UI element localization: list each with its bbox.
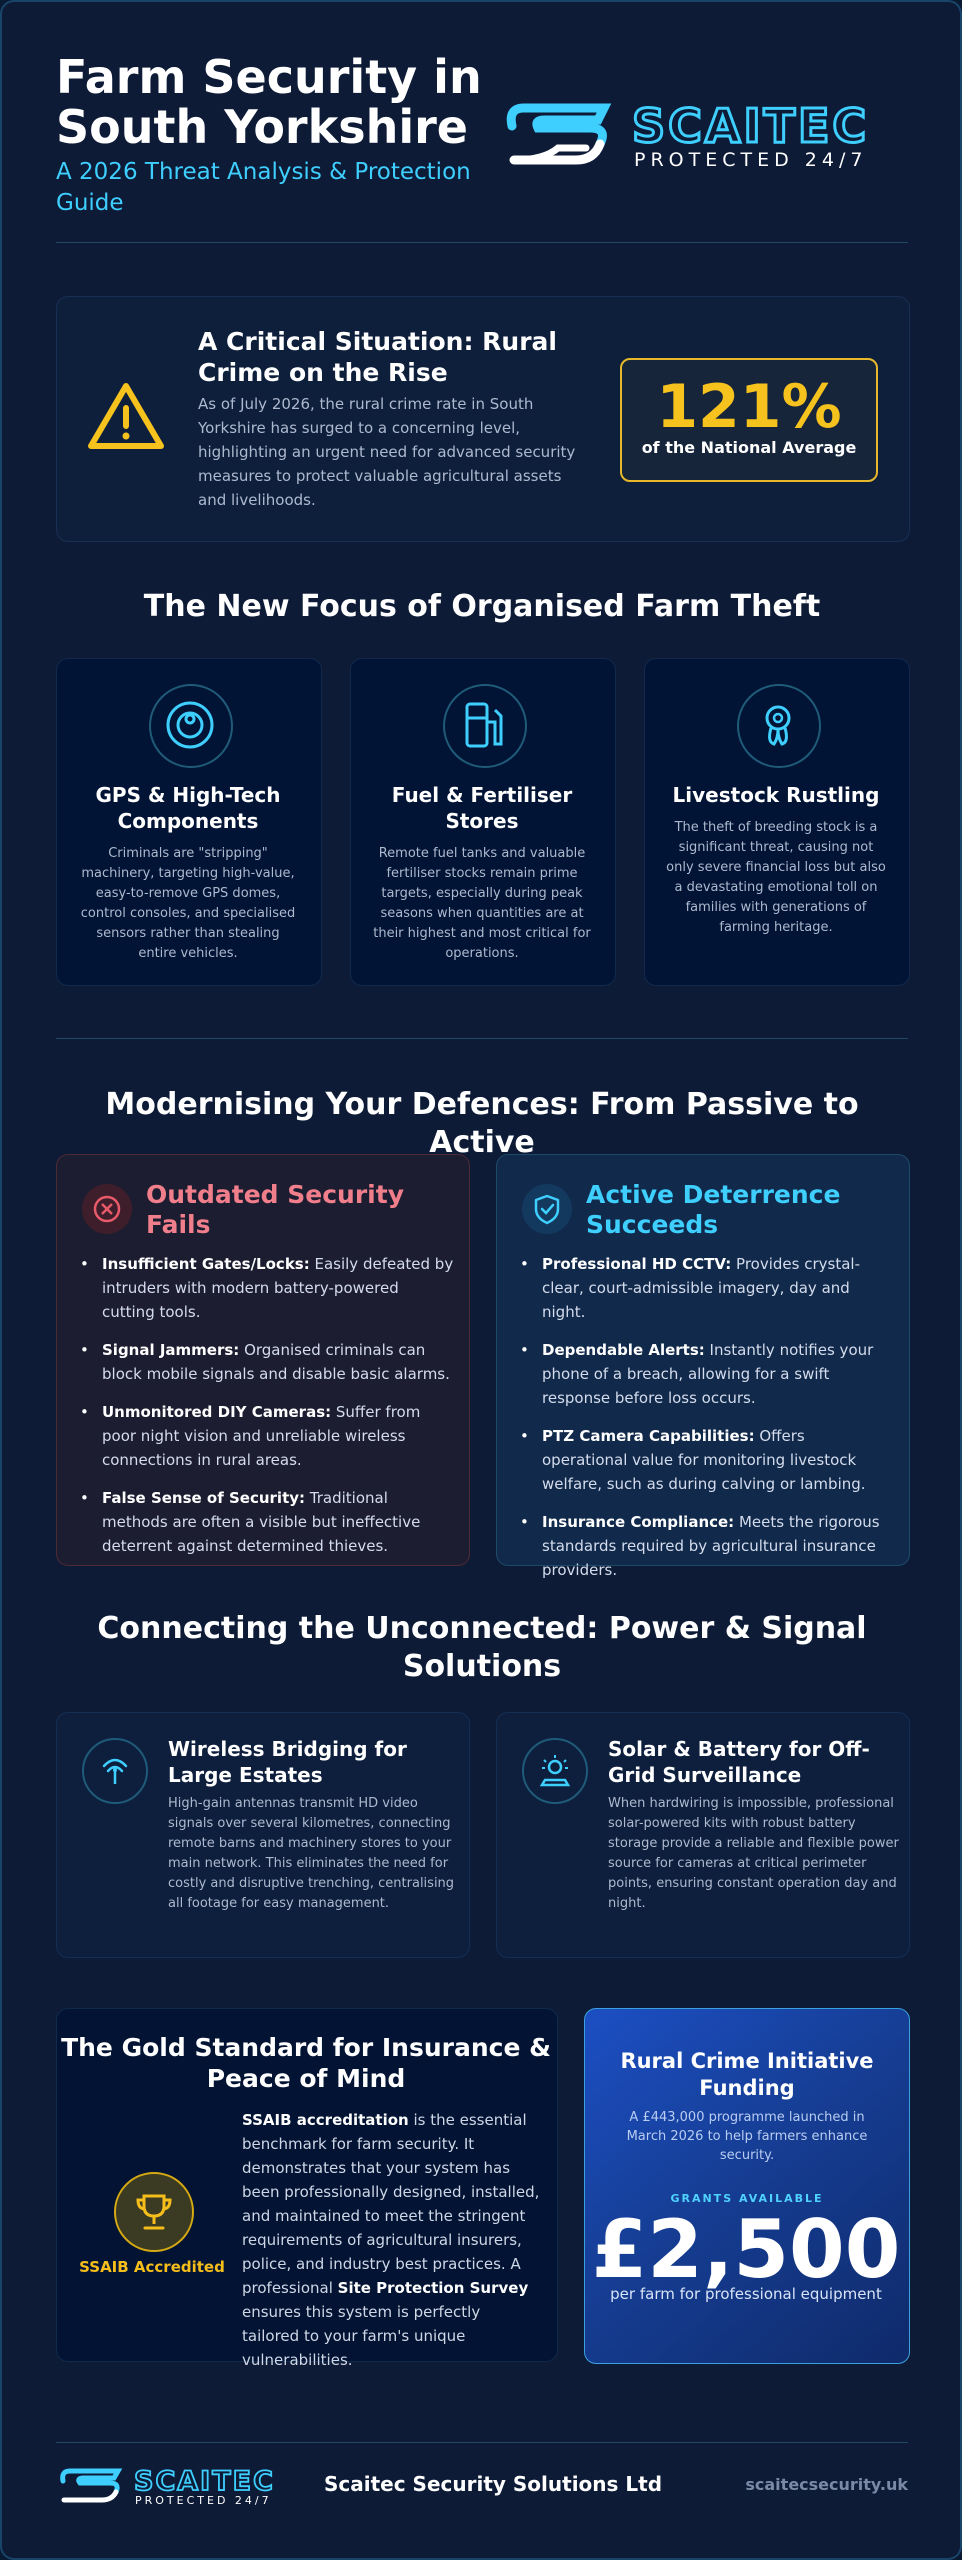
shield-check-icon: [522, 1184, 572, 1234]
x-circle-icon: [82, 1184, 132, 1234]
funding-card: [584, 2008, 910, 2364]
fuel-pump-icon: [443, 684, 527, 768]
gps-target-icon: [149, 684, 233, 768]
list-item: False Sense of Security: Traditional met…: [58, 1486, 454, 1558]
power-heading: Connecting the Unconnected: Power & Sign…: [97, 1611, 867, 1684]
theft-title-gps: GPS & High-Tech Components: [95, 783, 281, 833]
divider: [56, 2442, 908, 2443]
grant-amount-sub: per farm for professional equipment: [610, 2285, 882, 2303]
footer-company-name: Scaitec Security Solutions Ltd: [324, 2472, 663, 2496]
footer-logo-wordmark: SCAITEC: [134, 2466, 275, 2497]
list-item: Insurance Compliance: Meets the rigorous…: [498, 1510, 894, 1582]
theft-title-livestock: Livestock Rustling: [672, 783, 880, 807]
list-item: Dependable Alerts: Instantly notifies yo…: [498, 1338, 894, 1410]
theft-title-fuel: Fuel & Fertiliser Stores: [391, 783, 573, 833]
crime-rate-label: of the National Average: [641, 438, 857, 457]
gold-standard-title: The Gold Standard for Insurance & Peace …: [61, 2033, 551, 2093]
active-deterrence-title: Active Deterrence Succeeds: [586, 1180, 841, 1239]
grants-available-label: GRANTS AVAILABLE: [670, 2192, 824, 2205]
grant-amount: £2,500: [591, 2203, 901, 2296]
list-item: Professional HD CCTV: Provides crystal-c…: [498, 1252, 894, 1324]
logo-tagline: PROTECTED 24/7: [634, 149, 867, 171]
footer-website-link[interactable]: scaitecsecurity.uk: [745, 2475, 908, 2494]
scaitec-logo: SCAITEC PROTECTED 24/7: [506, 100, 869, 171]
trophy-icon: [114, 2172, 194, 2252]
solar-battery-title: Solar & Battery for Off-Grid Surveillanc…: [608, 1737, 870, 1787]
ssaib-badge-label: SSAIB Accredited: [79, 2258, 225, 2276]
outdated-security-list: Insufficient Gates/Locks: Easily defeate…: [58, 1252, 454, 1572]
footer-logo-tagline: PROTECTED 24/7: [135, 2494, 272, 2506]
warning-icon: [88, 383, 164, 449]
wireless-bridging-text: High-gain antennas transmit HD video sig…: [168, 1796, 455, 1911]
page-subtitle: A 2026 Threat Analysis & Protection Guid…: [56, 159, 471, 216]
page-title: Farm Security in South Yorkshire: [56, 50, 482, 154]
list-item: Signal Jammers: Organised criminals can …: [58, 1338, 454, 1386]
theft-heading: The New Focus of Organised Farm Theft: [143, 589, 821, 624]
critical-text: As of July 2026, the rural crime rate in…: [198, 395, 576, 509]
funding-title: Rural Crime Initiative Funding: [620, 2049, 874, 2100]
logo-wordmark: SCAITEC: [632, 100, 869, 153]
wireless-antenna-icon: [82, 1738, 148, 1804]
livestock-icon: [737, 684, 821, 768]
wireless-bridging-title: Wireless Bridging for Large Estates: [168, 1737, 407, 1787]
theft-text-fuel: Remote fuel tanks and valuable fertilise…: [373, 846, 591, 961]
stat-box: [620, 358, 878, 482]
solar-battery-text: When hardwiring is impossible, professio…: [608, 1796, 899, 1911]
footer-logo-icon: [60, 2468, 123, 2503]
funding-text: A £443,000 programme launched in March 2…: [626, 2110, 868, 2163]
list-item: PTZ Camera Capabilities: Offers operatio…: [498, 1424, 894, 1496]
divider: [56, 1038, 908, 1039]
solar-battery-icon: [522, 1738, 588, 1804]
footer-logo: SCAITEC PROTECTED 24/7: [60, 2466, 275, 2506]
scaitec-logo-icon: [506, 103, 612, 165]
active-deterrence-list: Professional HD CCTV: Provides crystal-c…: [498, 1252, 894, 1596]
defences-heading: Modernising Your Defences: From Passive …: [105, 1087, 859, 1160]
theft-text-livestock: The theft of breeding stock is a signifi…: [666, 820, 886, 935]
theft-text-gps: Criminals are "stripping" machinery, tar…: [80, 846, 296, 961]
list-item: Insufficient Gates/Locks: Easily defeate…: [58, 1252, 454, 1324]
list-item: Unmonitored DIY Cameras: Suffer from poo…: [58, 1400, 454, 1472]
crime-rate-stat: 121%: [656, 372, 842, 442]
critical-title: A Critical Situation: Rural Crime on the…: [198, 327, 557, 387]
outdated-security-title: Outdated Security Fails: [146, 1180, 404, 1239]
gold-standard-text: SSAIB accreditation is the essential ben…: [242, 2111, 540, 2369]
divider: [56, 242, 908, 243]
wireless-bridging-card: [56, 1712, 470, 1958]
